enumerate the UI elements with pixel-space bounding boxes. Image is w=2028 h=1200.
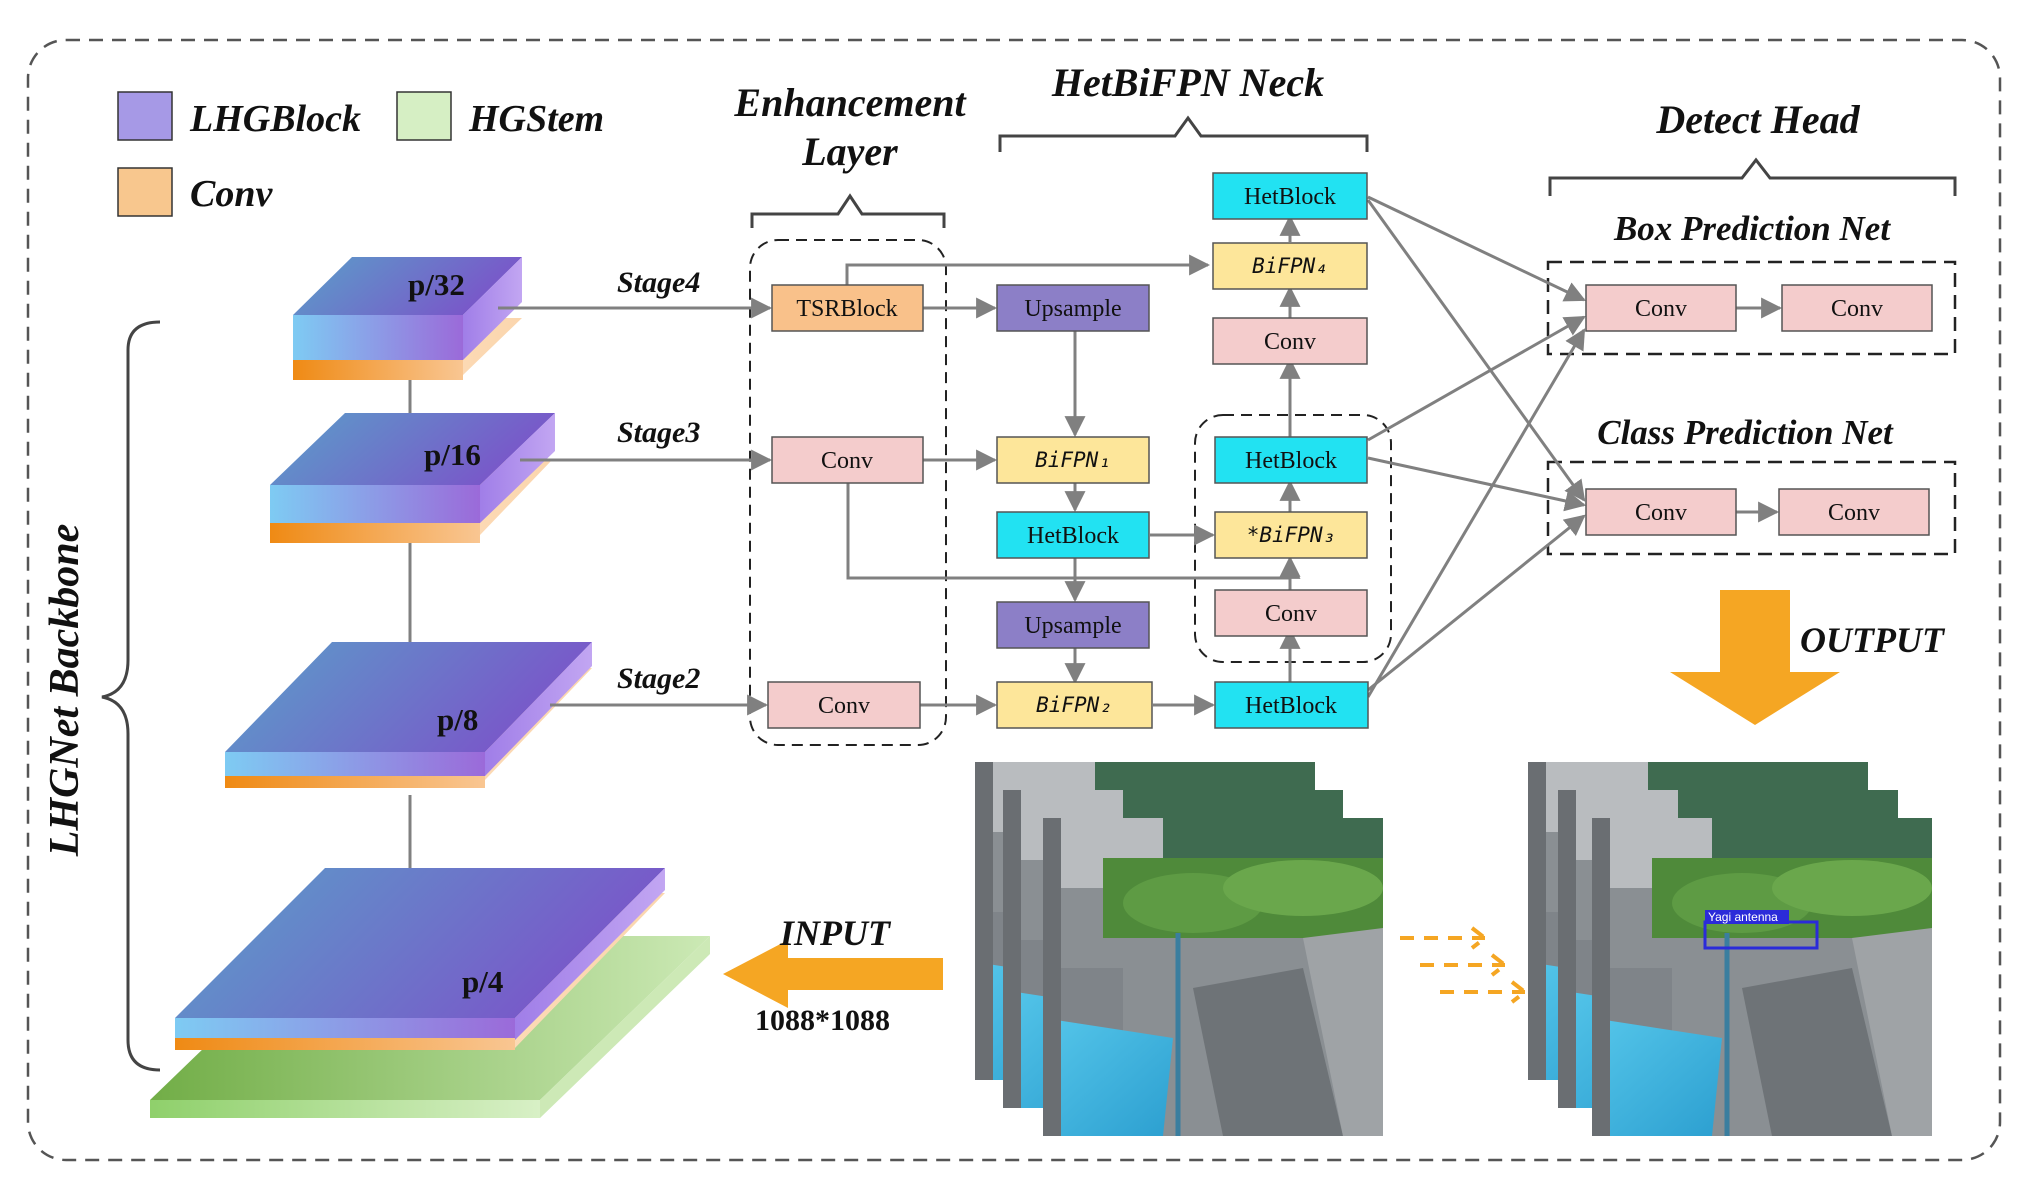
legend-label-conv: Conv bbox=[190, 173, 273, 215]
enh-conv-stage3-label: Conv bbox=[821, 448, 873, 474]
bifpn2-label: BiFPN₂ bbox=[1036, 693, 1112, 717]
box-net-dashed-box bbox=[1546, 260, 1957, 356]
input-label: INPUT bbox=[779, 913, 892, 953]
upsample-bottom: Upsample bbox=[996, 601, 1150, 649]
hetblock-mid-right-label: HetBlock bbox=[1245, 448, 1337, 474]
level-label-p4: p/4 bbox=[462, 964, 503, 999]
legend-label-hgstem: HGStem bbox=[468, 98, 604, 140]
level-label-p8: p/8 bbox=[437, 702, 478, 737]
neck-title: HetBiFPN Neck bbox=[1051, 60, 1324, 105]
box-conv-2: Conv bbox=[1781, 284, 1933, 332]
input-image-stack bbox=[975, 762, 1383, 1136]
level-label-p32: p/32 bbox=[408, 267, 465, 302]
hetblock-bottom-label: HetBlock bbox=[1245, 693, 1337, 719]
hetblock-mid-right: HetBlock bbox=[1214, 436, 1368, 484]
hetblock-bottom: HetBlock bbox=[1214, 681, 1369, 729]
bifpn3-label: *BiFPN₃ bbox=[1247, 523, 1336, 547]
enhancement-title-line2: Layer bbox=[801, 129, 898, 174]
bifpn1-label: BiFPN₁ bbox=[1035, 448, 1111, 472]
hetblock-mid-left-label: HetBlock bbox=[1027, 523, 1119, 549]
box-conv-1-label: Conv bbox=[1635, 296, 1687, 322]
enh-conv-stage3: Conv bbox=[771, 436, 924, 484]
output-image-stack: Yagi antenna bbox=[1528, 762, 1932, 1136]
upsample-bottom-label: Upsample bbox=[1024, 613, 1121, 639]
neck-dashed-box bbox=[1194, 414, 1392, 663]
enh-conv-stage2-label: Conv bbox=[818, 693, 870, 719]
stage-label-2: Stage2 bbox=[617, 662, 700, 695]
hetblock-top: HetBlock bbox=[1212, 172, 1368, 220]
detection-label: Yagi antenna bbox=[1708, 910, 1778, 924]
hetblock-top-label: HetBlock bbox=[1244, 184, 1336, 210]
class-conv-2-label: Conv bbox=[1828, 500, 1880, 526]
level-label-p16: p/16 bbox=[424, 437, 481, 472]
box-conv-2-label: Conv bbox=[1831, 296, 1883, 322]
class-net-dashed-box bbox=[1546, 460, 1957, 556]
pyramid-level-p32: p/32 bbox=[293, 257, 522, 380]
stage-label-4: Stage4 bbox=[617, 266, 700, 299]
bifpn1: BiFPN₁ bbox=[996, 436, 1150, 484]
hetblock-mid-left: HetBlock bbox=[996, 511, 1150, 559]
bifpn2: BiFPN₂ bbox=[996, 681, 1153, 729]
output-image-front bbox=[1592, 818, 1932, 1136]
class-conv-1: Conv bbox=[1585, 488, 1737, 536]
head-brace bbox=[1548, 157, 1957, 196]
class-net-title: Class Prediction Net bbox=[1597, 413, 1894, 452]
pyramid-level-p4: p/4 bbox=[150, 868, 710, 1118]
tsrblock-label: TSRBlock bbox=[796, 296, 897, 322]
connection-arrows bbox=[498, 195, 1783, 716]
transform-arrows bbox=[1400, 926, 1529, 1004]
legend-swatch-conv bbox=[117, 167, 173, 217]
enhancement-title-line1: Enhancement bbox=[733, 80, 967, 125]
input-arrow-shape bbox=[723, 940, 943, 1008]
bifpn4-label: BiFPN₄ bbox=[1252, 254, 1328, 278]
neck-conv-top: Conv bbox=[1212, 317, 1368, 365]
input-image-front bbox=[1043, 818, 1383, 1136]
legend-label-lhgblock: LHGBlock bbox=[189, 98, 361, 140]
input-resolution: 1088*1088 bbox=[755, 1004, 890, 1037]
stage-label-3: Stage3 bbox=[617, 416, 700, 449]
enhancement-brace bbox=[750, 193, 946, 228]
backbone-brace bbox=[101, 320, 161, 1072]
bifpn4: BiFPN₄ bbox=[1212, 242, 1368, 290]
upsample-top: Upsample bbox=[996, 284, 1150, 332]
neck-conv-bottom: Conv bbox=[1214, 589, 1368, 637]
pyramid-level-p16: p/16 bbox=[270, 413, 555, 543]
enh-conv-stage2: Conv bbox=[767, 681, 921, 729]
box-conv-1: Conv bbox=[1585, 284, 1737, 332]
tsrblock: TSRBlock bbox=[771, 284, 924, 332]
neck-conv-bottom-label: Conv bbox=[1265, 601, 1317, 627]
backbone-label: LHGNet Backbone bbox=[42, 524, 88, 857]
head-title: Detect Head bbox=[1655, 97, 1860, 142]
class-conv-1-label: Conv bbox=[1635, 500, 1687, 526]
enhancement-dashed-box bbox=[749, 239, 947, 746]
outer-frame bbox=[26, 38, 2002, 1162]
bifpn3: *BiFPN₃ bbox=[1214, 511, 1368, 559]
detection-label-bg bbox=[1705, 910, 1789, 924]
legend-swatch-lhgblock bbox=[117, 91, 173, 141]
output-arrow bbox=[1670, 590, 1840, 725]
output-label: OUTPUT bbox=[1800, 620, 1946, 660]
pyramid-level-p8: p/8 bbox=[225, 642, 592, 788]
neck-brace bbox=[998, 115, 1369, 152]
legend-swatch-hgstem bbox=[396, 91, 452, 141]
neck-conv-top-label: Conv bbox=[1264, 329, 1316, 355]
class-conv-2: Conv bbox=[1778, 488, 1930, 536]
upsample-top-label: Upsample bbox=[1024, 296, 1121, 322]
box-net-title: Box Prediction Net bbox=[1613, 209, 1891, 248]
